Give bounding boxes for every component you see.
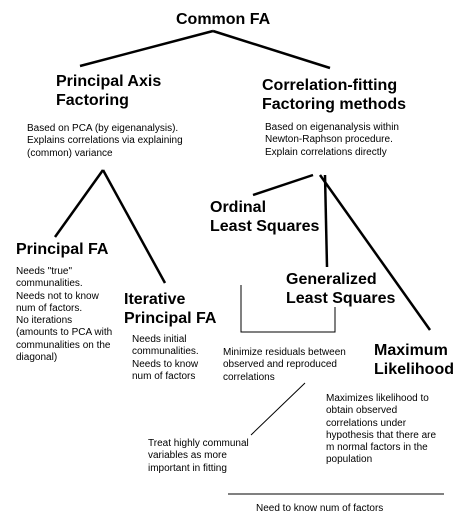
edge-cff-ols — [252, 173, 314, 197]
node-correlation-fitting: Correlation-fitting Factoring methods — [262, 77, 407, 113]
edge-paf-ipfa — [101, 169, 167, 284]
node-ordinal-least-squares: Ordinal Least Squares — [210, 199, 320, 235]
node-principal-axis-factoring: Principal Axis Factoring — [56, 73, 162, 109]
edge-root-paf — [79, 29, 214, 68]
node-common-fa: Common FA — [176, 11, 271, 28]
ml-description: Maximizes likelihood to obtain observed … — [326, 393, 437, 466]
node-generalized-least-squares: Generalized Least Squares — [286, 271, 396, 307]
node-maximum-likelihood: Maximum Likelihood — [374, 342, 454, 378]
least-squares-bracket — [240, 285, 336, 333]
paf-description: Based on PCA (by eigenanalysis). Explain… — [27, 123, 183, 159]
edge-root-cff — [212, 29, 331, 70]
ipfa-description: Needs initial communalities. Needs to kn… — [132, 334, 199, 382]
gls-note: Treat highly communal variables as more … — [148, 438, 249, 474]
node-principal-fa: Principal FA — [16, 241, 109, 258]
edge-cff-ml — [318, 174, 432, 331]
edge-cff-gls — [323, 174, 329, 268]
cff-description: Based on eigenanalysis within Newton-Rap… — [265, 122, 399, 158]
gls-note-pointer — [250, 382, 306, 436]
footer-note: Need to know num of factors — [256, 503, 384, 514]
pfa-description: Needs "true" communalities. Needs not to… — [16, 266, 113, 364]
least-squares-note: Minimize residuals between observed and … — [223, 347, 346, 383]
edge-paf-pfa — [53, 169, 105, 238]
node-iterative-principal-fa: Iterative Principal FA — [124, 291, 217, 327]
